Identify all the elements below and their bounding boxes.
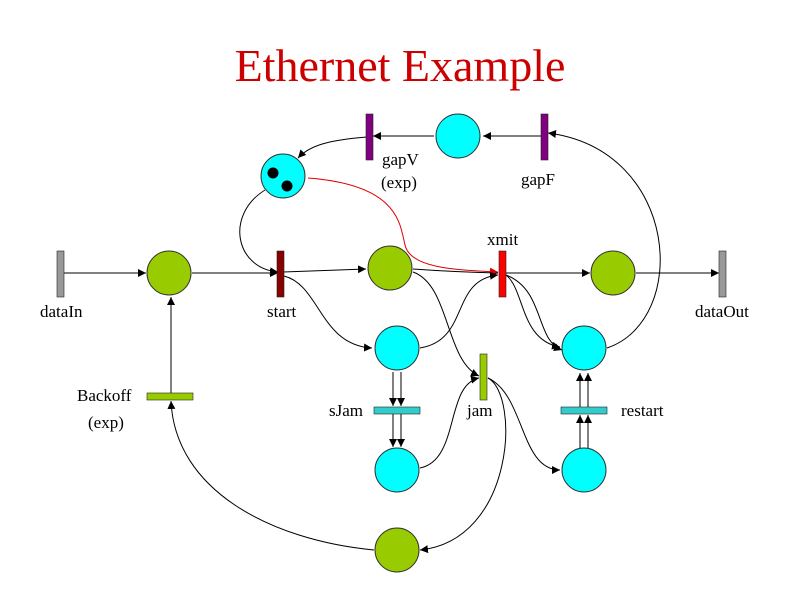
label-start: start: [267, 302, 297, 321]
arc-p5-to-xmit: [419, 271, 499, 349]
transition-jam: [479, 353, 488, 401]
arc-jam-to-p8: [487, 377, 561, 474]
transition-restart: [560, 406, 608, 415]
label-gapv: gapV: [382, 150, 420, 169]
token: [281, 180, 293, 192]
place-jammed: [561, 447, 607, 493]
label-backoff-exp: (exp): [88, 413, 124, 432]
label-backoff: Backoff: [77, 386, 132, 405]
arc-p4-to-gapf: [547, 130, 661, 349]
place-backoff-wait: [374, 527, 420, 573]
diagram-title: Ethernet Example: [234, 40, 566, 91]
transition-gapf: [540, 113, 549, 161]
arc-idle-to-xmit: [307, 177, 499, 276]
arc-p9-to-backoff: [167, 400, 375, 551]
arc-jam-to-p9: [419, 377, 507, 554]
place-collision: [374, 447, 420, 493]
place-transmitting: [367, 245, 413, 291]
arc-p7-to-jam: [419, 375, 480, 469]
place-ready: [146, 250, 192, 296]
label-gapf: gapF: [521, 170, 555, 189]
arc-xmit-to-p4-b: [505, 274, 563, 351]
place-channel-idle: [260, 153, 306, 199]
place-gap: [435, 113, 481, 159]
label-sjam: sJam: [329, 401, 363, 420]
arc-xmit-to-p4-a: [505, 274, 561, 350]
transition-xmit: [498, 250, 507, 298]
arc-idle-to-start: [239, 189, 279, 276]
transition-gapv: [365, 113, 374, 161]
place-channel-used: [561, 325, 607, 371]
token: [267, 167, 279, 179]
label-datain: dataIn: [40, 302, 83, 321]
arc-gapv-to-idle: [297, 136, 368, 159]
transitions: [56, 113, 727, 415]
transition-sjam: [373, 406, 421, 415]
transition-backoff: [146, 392, 194, 401]
arc-start-to-p2: [282, 265, 367, 274]
label-jam: jam: [466, 401, 493, 420]
place-busy: [374, 325, 420, 371]
places: [146, 113, 636, 573]
labels: dataIn start xmit dataOut gapV (exp) gap…: [40, 150, 749, 432]
arc-p2-to-jam: [412, 271, 480, 377]
label-restart: restart: [621, 401, 664, 420]
place-sent: [590, 250, 636, 296]
label-dataout: dataOut: [695, 302, 749, 321]
label-gapv-exp: (exp): [381, 173, 417, 192]
arc-p2-to-xmit: [412, 268, 499, 277]
label-xmit: xmit: [487, 230, 518, 249]
transition-start: [276, 250, 285, 298]
transition-datain: [56, 250, 65, 298]
transition-dataout: [718, 250, 727, 298]
arcs: [64, 130, 719, 554]
arc-start-to-p5: [283, 275, 373, 352]
